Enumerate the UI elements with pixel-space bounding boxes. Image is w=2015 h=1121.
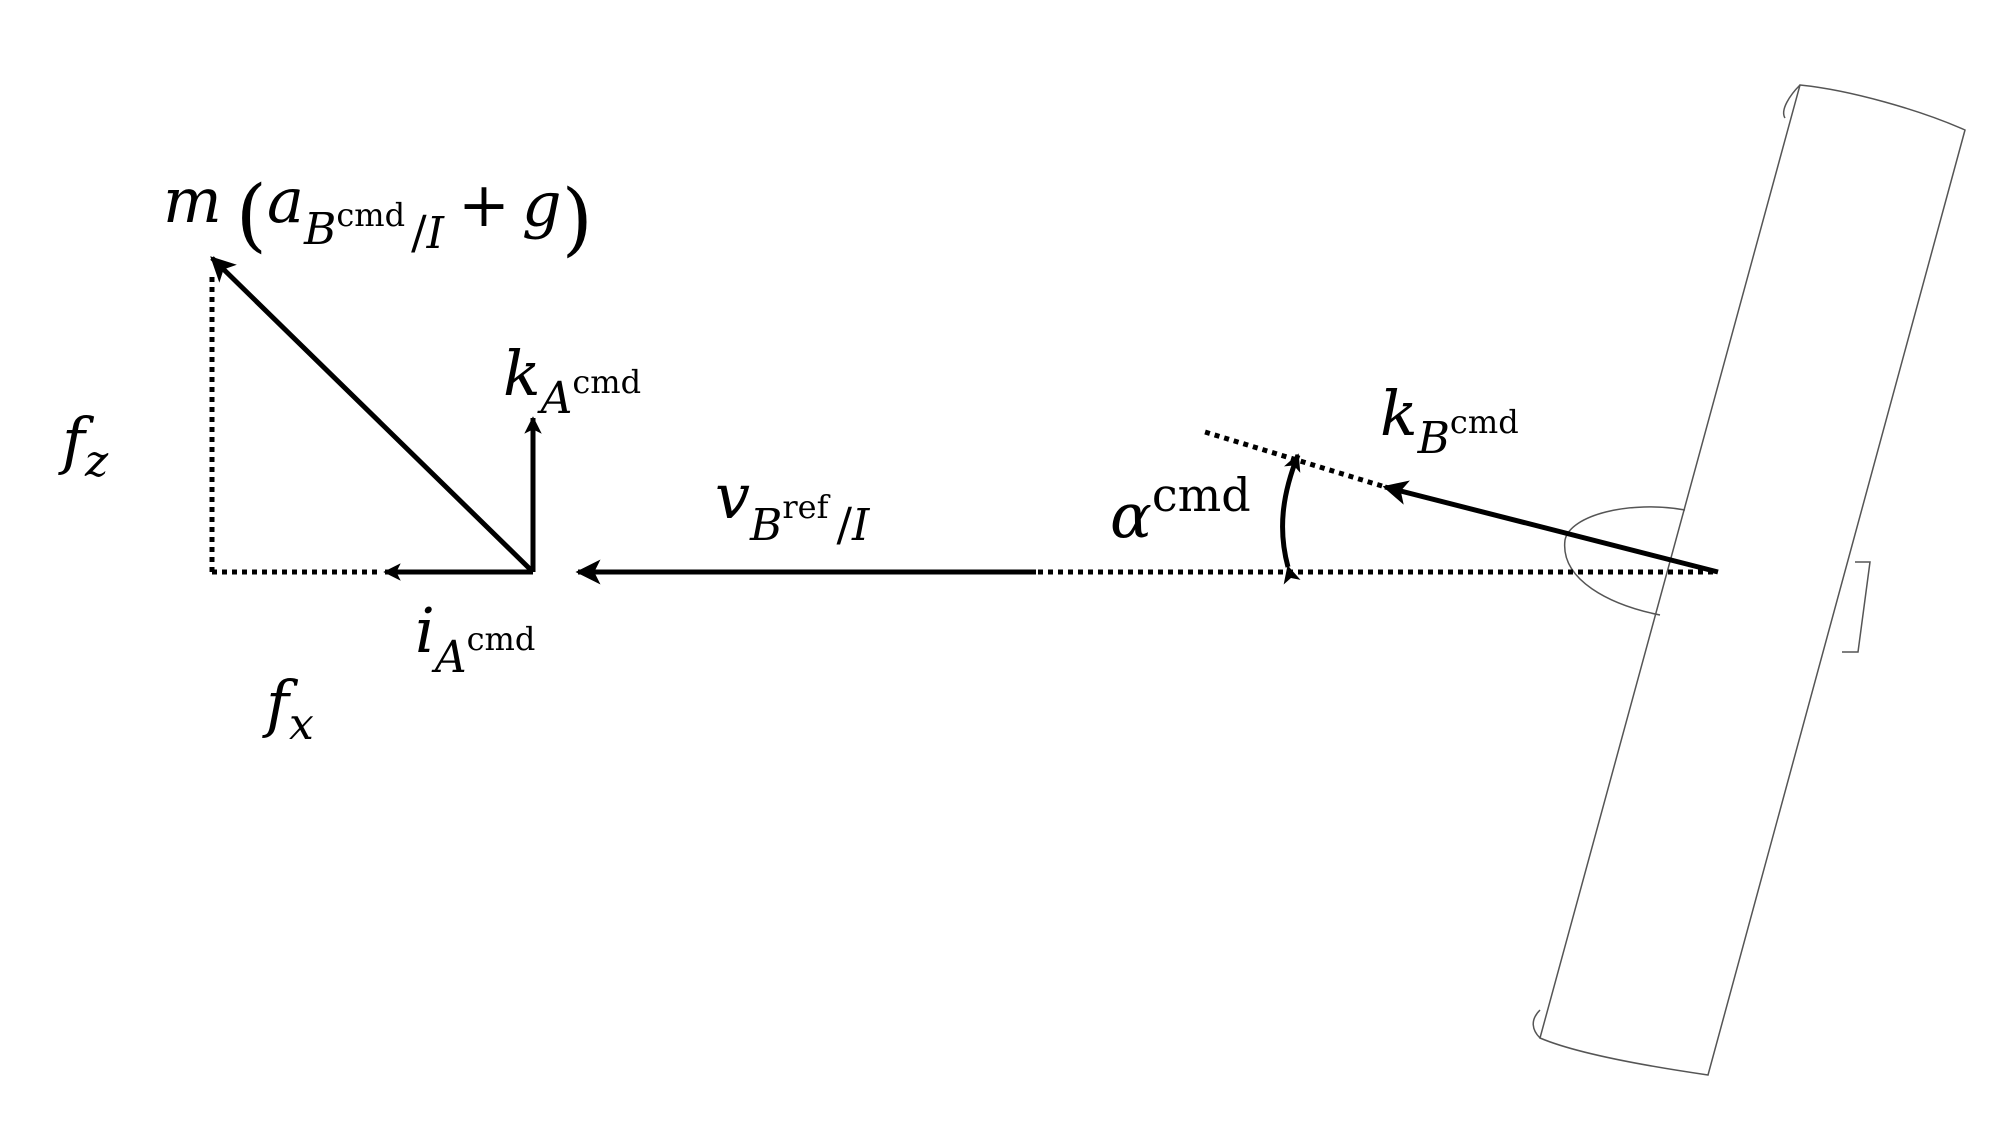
- alpha-label: αcmd: [1110, 468, 1251, 552]
- alpha-angle-arc: [1280, 453, 1301, 585]
- wing-fairing: [1564, 506, 1686, 616]
- k-a-label: kAcmd: [503, 337, 641, 424]
- velocity-label: vBref/I: [715, 460, 871, 551]
- wing-outline: [1532, 84, 1966, 1076]
- wing-rear-tab: [1842, 561, 1871, 653]
- k-b-axis-arrow: [1382, 480, 1719, 575]
- force-vector-arrow: [210, 256, 535, 574]
- force-label: m(aBcmd/I+g): [163, 164, 593, 265]
- fx-label: fx: [262, 667, 314, 750]
- fz-label: fz: [58, 404, 109, 487]
- k-b-label: kBcmd: [1380, 377, 1519, 464]
- i-a-label: iAcmd: [415, 594, 535, 683]
